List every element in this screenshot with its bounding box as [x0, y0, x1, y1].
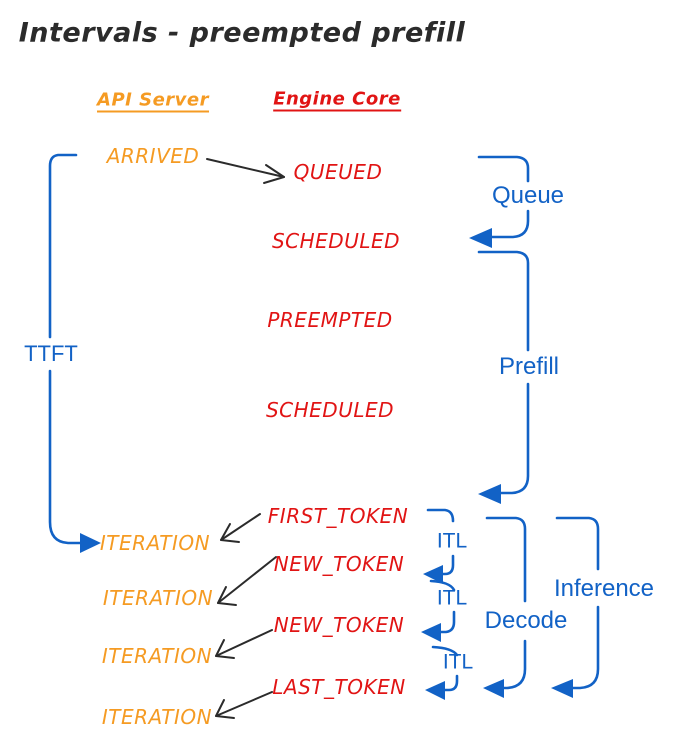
arrow-firsttoken-to-iteration-icon	[220, 513, 261, 543]
itl-3-arrowhead-icon	[425, 681, 445, 700]
event-scheduled-2: SCHEDULED	[265, 398, 395, 422]
page-title: Intervals - preempted prefill	[18, 17, 466, 49]
column-header-api-server: API Server	[97, 89, 209, 113]
interval-label-itl-1: ITL	[436, 529, 468, 553]
ttft-arrowhead-icon	[80, 533, 101, 553]
itl-2-arrowhead-icon	[421, 623, 441, 642]
prefill-arrowhead-icon	[478, 484, 501, 504]
event-iteration-1: ITERATION	[99, 531, 211, 555]
interval-label-decode: Decode	[484, 607, 568, 634]
event-scheduled-1: SCHEDULED	[271, 229, 401, 253]
itl-bracket-1	[423, 508, 455, 584]
arrow-newtoken1-to-iteration-icon	[217, 556, 277, 606]
event-last-token: LAST_TOKEN	[272, 675, 406, 699]
column-header-engine-core: Engine Core	[273, 88, 401, 112]
interval-label-inference: Inference	[553, 575, 655, 602]
arrow-lasttoken-to-iteration-icon	[215, 691, 273, 719]
itl-bracket-3	[425, 645, 459, 700]
interval-label-prefill: Prefill	[498, 353, 560, 380]
ttft-bracket	[48, 153, 101, 553]
itl-1-arrowhead-icon	[423, 565, 443, 584]
decode-arrowhead-icon	[483, 679, 504, 698]
arrow-newtoken2-to-iteration-icon	[215, 629, 273, 659]
arrow-arrived-to-queued-icon	[206, 158, 285, 184]
inference-arrowhead-icon	[551, 679, 573, 698]
prefill-bracket	[477, 250, 530, 504]
event-iteration-2: ITERATION	[102, 586, 214, 610]
event-new-token-1: NEW_TOKEN	[273, 552, 405, 576]
event-iteration-4: ITERATION	[101, 705, 213, 729]
event-new-token-2: NEW_TOKEN	[273, 613, 405, 637]
event-arrows	[206, 158, 285, 719]
queue-bracket	[469, 155, 530, 248]
event-arrived: ARRIVED	[106, 144, 200, 168]
event-preempted: PREEMPTED	[267, 308, 393, 332]
event-iteration-3: ITERATION	[101, 644, 213, 668]
inference-bracket	[551, 516, 600, 698]
interval-label-ttft: TTFT	[24, 341, 78, 366]
queue-arrowhead-icon	[469, 228, 492, 248]
interval-label-queue: Queue	[491, 182, 565, 209]
event-queued: QUEUED	[293, 160, 383, 184]
event-first-token: FIRST_TOKEN	[267, 504, 409, 528]
decode-bracket	[483, 516, 527, 698]
interval-label-itl-2: ITL	[436, 586, 468, 610]
itl-bracket-2	[421, 579, 456, 642]
interval-label-itl-3: ITL	[442, 650, 474, 674]
